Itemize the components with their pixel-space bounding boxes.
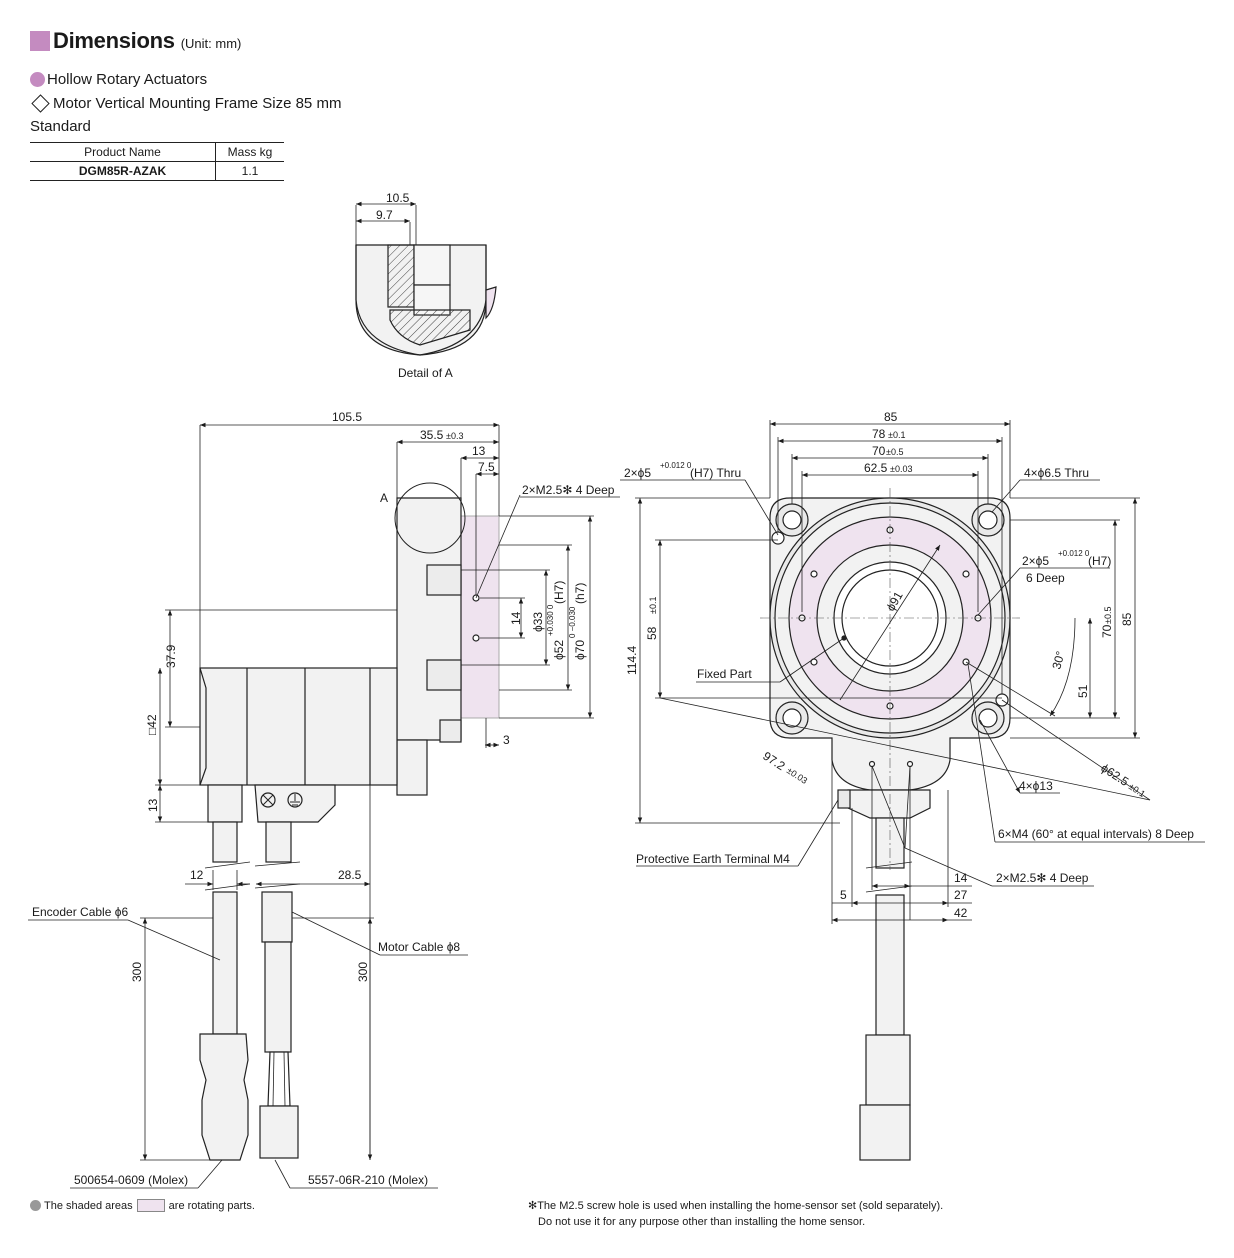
dim-phi52: ϕ52: [552, 640, 566, 660]
dim-85-top: 85: [884, 410, 898, 424]
dim-14-side: 14: [509, 611, 523, 625]
protective-earth-label: Protective Earth Terminal M4: [636, 852, 790, 866]
dim-62-5-tol: ±0.03: [890, 464, 912, 474]
unit-label: (Unit: mm): [180, 36, 242, 51]
dim-10-5: 10.5: [386, 191, 410, 205]
m4-label: 6×M4 (60° at equal intervals) 8 Deep: [998, 827, 1194, 841]
dim-3: 3: [503, 733, 510, 747]
dim-78-tol: ±0.1: [888, 430, 905, 440]
phi5-thru-label: 2×ϕ5: [624, 466, 651, 480]
dim-58-tol: ±0.1: [648, 597, 658, 614]
phi5-deep-label: 2×ϕ5: [1022, 554, 1049, 568]
encoder-cable-label: Encoder Cable ϕ6: [32, 905, 128, 919]
header-square-icon: [30, 31, 50, 51]
dim-h7: (H7): [552, 581, 566, 604]
phi13-label: 4×ϕ13: [1019, 779, 1053, 793]
dim-12: 12: [190, 868, 204, 882]
m2-5-front-label: 2×M2.5✻ 4 Deep: [996, 871, 1089, 885]
detail-caption: Detail of A: [398, 366, 453, 380]
subtitle-standard: Standard: [30, 118, 91, 135]
dim-phi33: ϕ33: [531, 612, 545, 632]
dim-105-5: 105.5: [332, 410, 362, 424]
col-mass: Mass kg: [215, 142, 284, 162]
dim-14-front: 14: [954, 871, 968, 885]
table-header-row: Product Name Mass kg: [30, 142, 284, 162]
dim-37-9: 37.9: [164, 644, 178, 668]
dim-28-5: 28.5: [338, 868, 362, 882]
motor-cable-label: Motor Cable ϕ8: [378, 940, 460, 954]
footnote-1: ✻The M2.5 screw hole is used when instal…: [528, 1200, 944, 1212]
dim-97-2: 97.2: [760, 749, 787, 774]
phi5-thru-tol: +0.012 0: [660, 461, 692, 470]
phi5-deep-suffix: (H7): [1088, 554, 1111, 568]
phi62-5-tol: ±0.1: [1127, 781, 1147, 799]
dim-5: 5: [840, 888, 847, 902]
dim-42: 42: [954, 906, 968, 920]
spec-table: Product Name Mass kg DGM85R-AZAK 1.1: [30, 142, 284, 181]
dim-70-right: 70: [1100, 624, 1114, 638]
conn-encoder-label: 500654-0609 (Molex): [74, 1173, 188, 1187]
label-a: A: [380, 491, 388, 505]
page-title: Dimensions: [53, 28, 175, 53]
conn-motor-label: 5557-06R-210 (Molex): [308, 1173, 428, 1187]
legend-note: The shaded areas are rotating parts.: [30, 1199, 255, 1212]
circle-bullet-icon: [30, 72, 45, 87]
col-product-name: Product Name: [30, 142, 216, 162]
detail-a-view: [355, 201, 497, 356]
dim-35-5: 35.5: [420, 428, 444, 442]
dim-300-right: 300: [356, 962, 370, 982]
dim-phi70: ϕ70: [573, 640, 587, 660]
dim-13-left: 13: [146, 798, 160, 812]
front-dimensions: [620, 420, 1205, 924]
dim-62-5: 62.5: [864, 461, 888, 475]
dim-51: 51: [1076, 684, 1090, 698]
dim-phi52-tol: +0.030 0: [546, 604, 555, 636]
m2-5-label: 2×M2.5✻ 4 Deep: [522, 483, 615, 497]
dim-300-left: 300: [130, 962, 144, 982]
phi6-5-thru-label: 4×ϕ6.5 Thru: [1024, 466, 1089, 480]
dim-sq42: □42: [145, 714, 159, 735]
footnote-2: Do not use it for any purpose other than…: [538, 1216, 866, 1228]
table-row: DGM85R-AZAK 1.1: [30, 161, 284, 181]
dim-97-2-tol: ±0.03: [785, 765, 809, 786]
side-dimensions: [28, 422, 620, 1189]
fixed-part-label: Fixed Part: [697, 667, 752, 681]
front-centerlines: [760, 488, 1020, 870]
rotating-swatch: [136, 1199, 165, 1212]
product-name-cell: DGM85R-AZAK: [30, 161, 216, 181]
dim-85-right: 85: [1120, 612, 1134, 626]
dim-70-top-tol: ±0.5: [886, 447, 903, 457]
dim-7-5: 7.5: [478, 460, 495, 474]
mass-cell: 1.1: [215, 161, 284, 181]
dim-114-4: 114.4: [625, 646, 639, 675]
deep-6-label: 6 Deep: [1026, 571, 1065, 585]
dim-78: 78: [872, 427, 886, 441]
side-view: [199, 482, 500, 1161]
subtitle-hollow: Hollow Rotary Actuators: [30, 71, 207, 88]
phi62-5-label: ϕ62.5: [1098, 761, 1131, 789]
dim-phi70-tol: 0 −0.030: [568, 606, 577, 638]
phi5-thru-suffix: (H7) Thru: [690, 466, 741, 480]
phi5-deep-tol: +0.012 0: [1058, 549, 1090, 558]
legend-dot-icon: [30, 1200, 41, 1211]
dim-70-top: 70: [872, 444, 886, 458]
dim-h7b: (h7): [573, 583, 587, 604]
dim-27: 27: [954, 888, 968, 902]
dim-9-7: 9.7: [376, 208, 393, 222]
dim-70-right-tol: ±0.5: [1103, 607, 1113, 624]
angle-30: 30°: [1049, 649, 1067, 670]
section-header: Dimensions (Unit: mm): [30, 28, 241, 54]
dim-35-5-tol: ±0.3: [446, 431, 463, 441]
dim-58: 58: [645, 626, 659, 640]
subtitle-frame: Motor Vertical Mounting Frame Size 85 mm: [30, 94, 341, 113]
dim-13-top: 13: [472, 444, 486, 458]
